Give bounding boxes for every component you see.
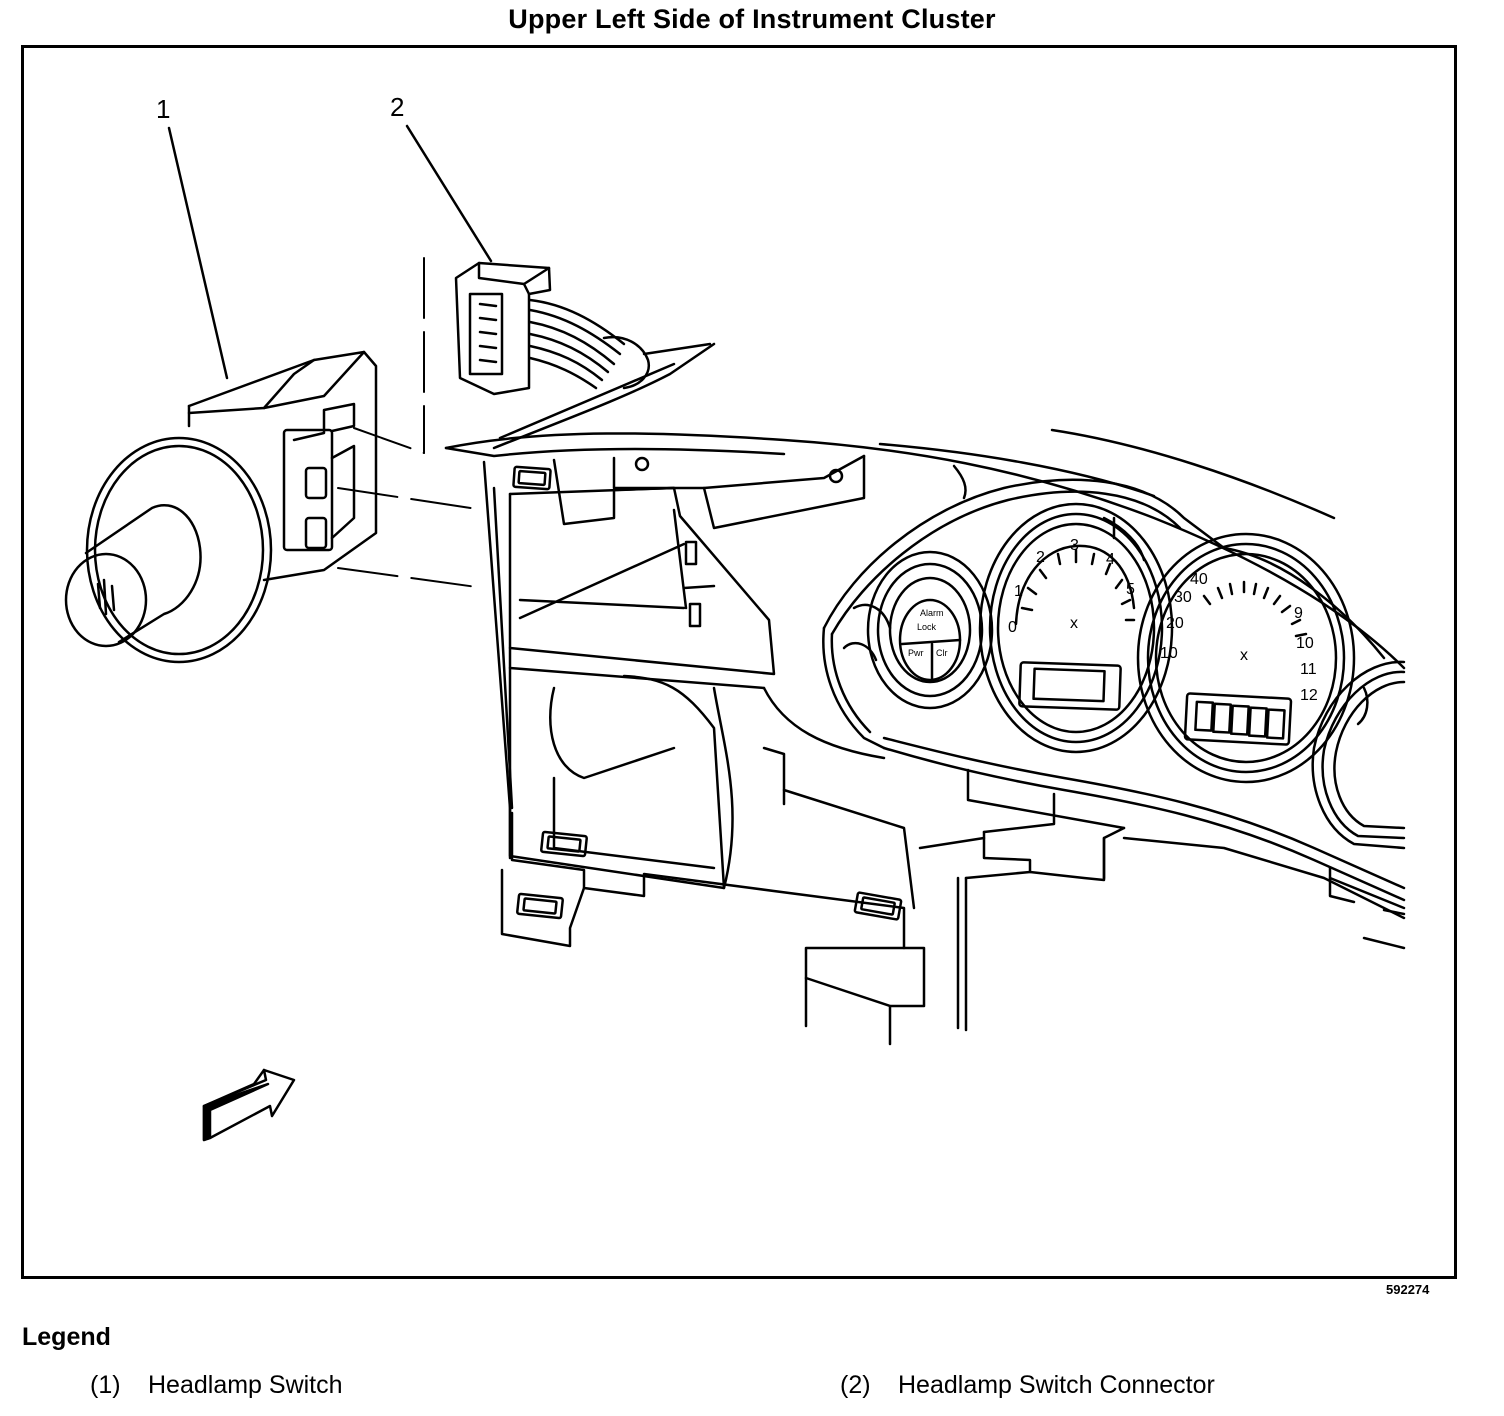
speedo-label-30: 30: [1174, 589, 1192, 606]
legend-item-label: Headlamp Switch Connector: [898, 1371, 1215, 1399]
legend-title: Legend: [22, 1323, 111, 1351]
tach-label-1: 1: [1014, 583, 1023, 600]
cluster-bezel: [822, 464, 1386, 750]
tachometer-gauge: [978, 502, 1174, 754]
small-gauge-text-clr: Clr: [936, 648, 948, 658]
speedometer-gauge: [1136, 532, 1356, 784]
legend-item-headlamp-switch-connector: (2) Headlamp Switch Connector: [840, 1371, 1215, 1400]
headlamp-switch: [64, 350, 378, 664]
speedo-label-12: 12: [1300, 687, 1318, 704]
figure-id: 592274: [1386, 1282, 1430, 1297]
tach-label-5: 5: [1126, 581, 1135, 598]
switch-bezel-opening: [482, 454, 886, 890]
figure-title: Upper Left Side of Instrument Cluster: [508, 4, 996, 34]
tach-label-2: 2: [1036, 549, 1045, 566]
speedo-label-40: 40: [1190, 571, 1208, 588]
speedo-label-9: 9: [1294, 605, 1303, 622]
view-direction-arrow: [202, 1068, 296, 1142]
small-indicator-gauge: [866, 550, 994, 710]
legend-item-label: Headlamp Switch: [148, 1371, 343, 1399]
speedo-label-10b: 10: [1296, 635, 1314, 652]
tach-label-3: 3: [1070, 537, 1079, 554]
diagram-frame: 1 2 0 1 2 3 4 5 x 10 20 30 40 9 10 11 12…: [21, 45, 1457, 1279]
legend-item-headlamp-switch: (1) Headlamp Switch: [90, 1371, 343, 1400]
small-gauge-text-alarm: Alarm: [920, 608, 944, 618]
cluster-lower-trim: [882, 736, 1406, 950]
callout-1-leader: [167, 126, 229, 380]
speedo-label-10: 10: [1160, 645, 1178, 662]
mounting-tabs: [500, 746, 1032, 1046]
dash-top: [444, 342, 1406, 670]
speedo-center-mark: x: [1240, 647, 1248, 664]
tach-label-4: 4: [1106, 551, 1115, 568]
callout-1-label: 1: [156, 94, 170, 124]
callout-2-leader: [405, 124, 493, 263]
right-partial-gauge: [1311, 660, 1406, 850]
speedo-label-11: 11: [1300, 661, 1317, 678]
legend-item-number: (1): [90, 1371, 121, 1399]
small-gauge-text-lock: Lock: [917, 622, 937, 632]
instrument-cluster-illustration: 1 2 0 1 2 3 4 5 x 10 20 30 40 9 10 11 12…: [64, 92, 1406, 1142]
headlamp-switch-connector: [454, 261, 712, 396]
tach-center-mark: x: [1070, 615, 1078, 632]
alignment-lines: [337, 257, 485, 589]
small-gauge-text-pwr: Pwr: [908, 648, 924, 658]
tach-label-0: 0: [1008, 619, 1017, 636]
callout-2-label: 2: [390, 92, 404, 122]
legend-item-number: (2): [840, 1371, 871, 1399]
speedo-label-20: 20: [1166, 615, 1184, 632]
